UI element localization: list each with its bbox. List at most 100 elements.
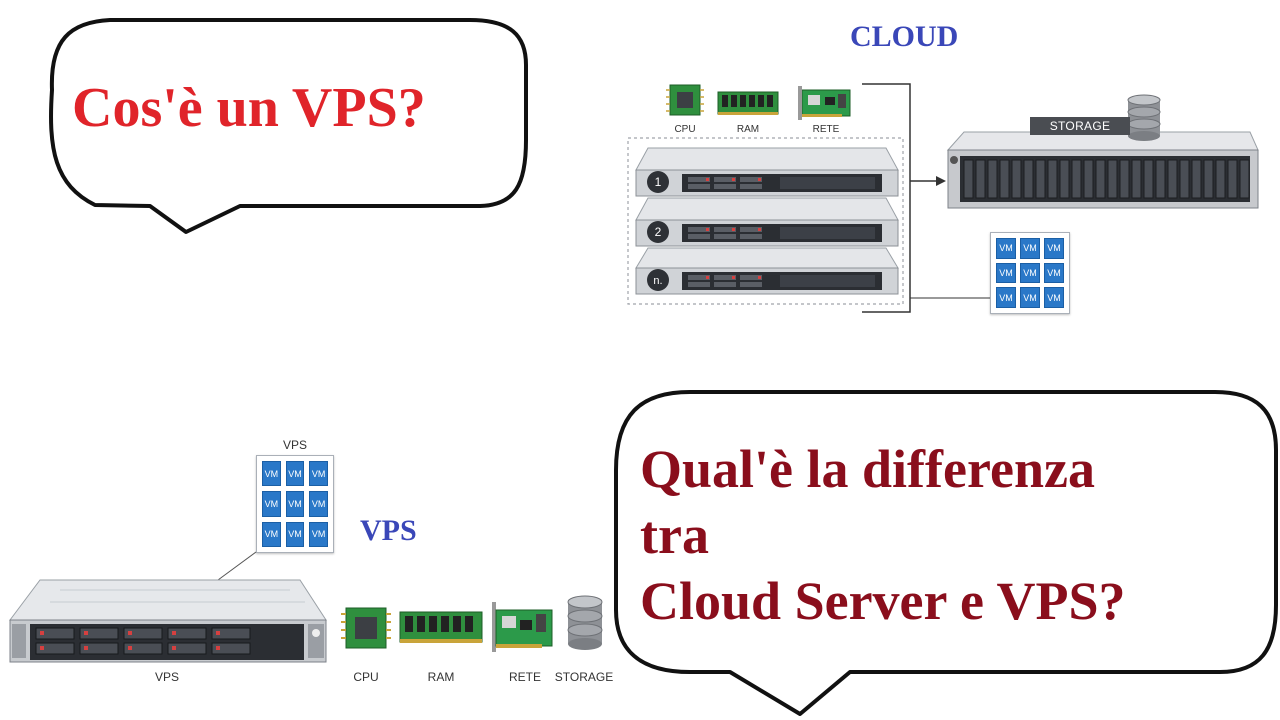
- vps-drive-bay: [211, 642, 251, 655]
- storage-drive-bay: [1059, 159, 1070, 199]
- cloud-server-2: [635, 197, 899, 247]
- storage-drive-bay: [1119, 159, 1130, 199]
- vps-vm-tile: VM: [309, 521, 328, 547]
- cloud-vm-tile: VM: [996, 262, 1016, 284]
- vps-network-card-icon: [492, 602, 553, 652]
- vps-vm-tile: VM: [262, 521, 281, 547]
- cloud-storage-bays: [963, 159, 1250, 199]
- vps-drive-bay: [167, 642, 207, 655]
- vps-drive-led: [128, 646, 132, 650]
- vps-server-label: VPS: [155, 670, 179, 684]
- vps-ram-icon: [399, 611, 483, 643]
- cloud-storage-label: STORAGE: [1030, 117, 1130, 135]
- storage-drive-bay: [1155, 159, 1166, 199]
- cloud-server-1: [635, 147, 899, 197]
- cloud-vm-tile: VM: [1020, 287, 1040, 308]
- cloud-vm-tile: VM: [1044, 287, 1064, 308]
- cloud-diagram: CPU RAM RETE 1 2 n.: [627, 83, 1259, 313]
- storage-drive-bay: [1047, 159, 1058, 199]
- storage-drive-bay: [1011, 159, 1022, 199]
- storage-drive-bay: [1095, 159, 1106, 199]
- vps-server-bays: [35, 627, 251, 655]
- cloud-server-1-label: 1: [655, 175, 662, 189]
- vps-cpu-icon: [341, 607, 391, 649]
- cloud-vm-tile: VM: [1044, 238, 1064, 259]
- speech-bubble-bottom-right: [614, 390, 1278, 716]
- vps-drive-bay: [167, 627, 207, 640]
- storage-drive-bay: [975, 159, 986, 199]
- vps-drive-bay: [211, 627, 251, 640]
- cloud-rete-label: RETE: [813, 124, 840, 135]
- storage-drive-bay: [1215, 159, 1226, 199]
- vps-vm-grid: VM VM VM VM VM VM VM VM VM: [256, 455, 334, 553]
- vps-drive-led: [172, 646, 176, 650]
- question-what-is-vps: Cos'è un VPS?: [72, 77, 426, 139]
- vps-storage-label: STORAGE: [555, 670, 613, 684]
- vps-drive-led: [216, 646, 220, 650]
- cloud-server-n-label: n.: [653, 275, 662, 287]
- vps-drive-led: [84, 646, 88, 650]
- cloud-vm-grid: VM VM VM VM VM VM VM VM VM: [990, 232, 1070, 314]
- cloud-vm-tile: VM: [1020, 238, 1040, 259]
- vps-server: [9, 579, 327, 663]
- storage-drive-bay: [963, 159, 974, 199]
- vps-cpu-label: CPU: [353, 670, 378, 684]
- cloud-vm-tile: VM: [1020, 262, 1040, 284]
- vps-drive-led: [84, 631, 88, 635]
- question-line-1: Qual'è la differenza: [640, 439, 1095, 499]
- vps-connector-line: [217, 551, 257, 581]
- vps-title: VPS: [360, 514, 417, 547]
- vps-drive-led: [40, 631, 44, 635]
- vps-drive-bay: [123, 642, 163, 655]
- storage-drive-bay: [1035, 159, 1046, 199]
- speech-bubble-top-left: [49, 18, 528, 234]
- vps-drive-led: [216, 631, 220, 635]
- cloud-server-n: [635, 247, 899, 295]
- cloud-bracket-line: [862, 83, 911, 313]
- vps-vm-tile: VM: [285, 491, 305, 517]
- vps-drive-bay: [35, 642, 75, 655]
- storage-drive-bay: [1131, 159, 1142, 199]
- cloud-ram-label: RAM: [737, 124, 759, 135]
- storage-drive-bay: [1167, 159, 1178, 199]
- storage-drive-bay: [987, 159, 998, 199]
- cloud-title: CLOUD: [850, 20, 959, 53]
- storage-drive-bay: [1203, 159, 1214, 199]
- cloud-vm-tile: VM: [996, 287, 1016, 308]
- vps-drive-bay: [79, 642, 119, 655]
- vps-vm-tile: VM: [309, 461, 328, 487]
- storage-drive-bay: [1227, 159, 1238, 199]
- storage-drive-bay: [1107, 159, 1118, 199]
- cloud-server-2-label: 2: [655, 225, 662, 239]
- cloud-server-group: [627, 137, 904, 305]
- vps-drive-led: [172, 631, 176, 635]
- vps-storage-icon: [567, 595, 603, 650]
- cloud-vm-tile: VM: [996, 238, 1016, 259]
- vps-vm-tile: VM: [262, 491, 281, 517]
- cloud-cpu-label: CPU: [674, 124, 695, 135]
- vps-diagram: VPS CPU RAM RETE STORAGE: [9, 551, 613, 684]
- vps-vm-tile: VM: [309, 491, 328, 517]
- vps-vm-tile: VM: [262, 461, 281, 487]
- vps-vm-tile: VM: [285, 461, 305, 487]
- vps-drive-bay: [123, 627, 163, 640]
- question-line-3: Cloud Server e VPS?: [640, 571, 1126, 631]
- vps-drive-led: [128, 631, 132, 635]
- storage-drive-bay: [1179, 159, 1190, 199]
- cloud-vm-tile: VM: [1044, 262, 1064, 284]
- vps-drive-bay: [79, 627, 119, 640]
- cloud-database-icon: [1127, 94, 1161, 141]
- cloud-network-card-icon: [798, 86, 851, 120]
- vps-rete-label: RETE: [509, 670, 541, 684]
- storage-drive-bay: [999, 159, 1010, 199]
- storage-drive-bay: [1071, 159, 1082, 199]
- question-line-2: tra: [640, 505, 709, 565]
- storage-drive-bay: [1239, 159, 1250, 199]
- vps-ram-label: RAM: [428, 670, 455, 684]
- storage-drive-bay: [1191, 159, 1202, 199]
- storage-drive-bay: [1023, 159, 1034, 199]
- cloud-arrow-head-icon: [936, 176, 946, 186]
- vps-grid-label: VPS: [282, 438, 307, 452]
- cloud-cpu-icon: [666, 84, 704, 116]
